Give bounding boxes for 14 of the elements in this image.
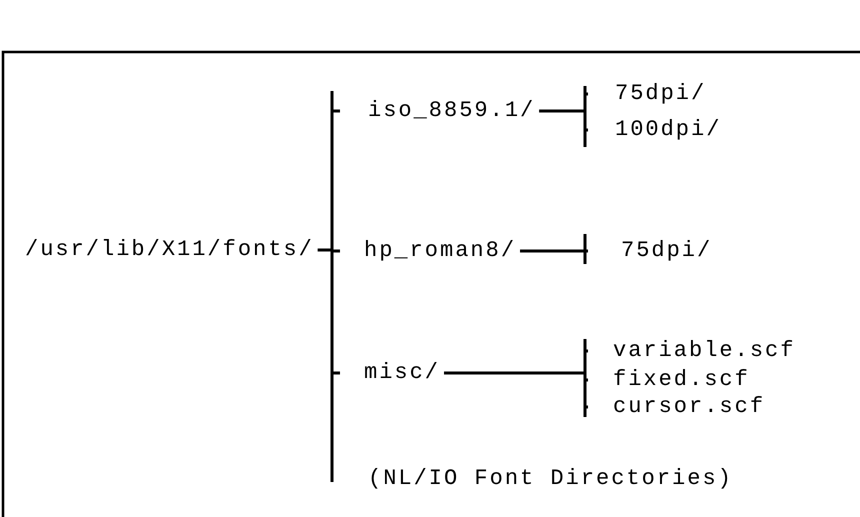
- directory-label: variable.scf: [588, 337, 796, 365]
- directory-label: cursor.scf: [588, 393, 766, 421]
- note-text: (NL/IO Font Directories): [368, 465, 733, 493]
- directory-label: 75dpi/: [588, 237, 712, 265]
- directory-label: misc/: [340, 359, 440, 387]
- directory-label: hp_roman8/: [340, 237, 516, 265]
- tree-connector: [539, 110, 588, 132]
- tree-connector: [520, 250, 588, 252]
- directory-label: fixed.scf: [588, 366, 750, 394]
- directory-label: 75dpi/: [588, 80, 706, 108]
- directory-label: iso_8859.1/: [340, 97, 536, 125]
- tree-connector: [318, 248, 340, 374]
- directory-label: 100dpi/: [588, 116, 722, 144]
- directory-label: /usr/lib/X11/fonts/: [25, 236, 314, 264]
